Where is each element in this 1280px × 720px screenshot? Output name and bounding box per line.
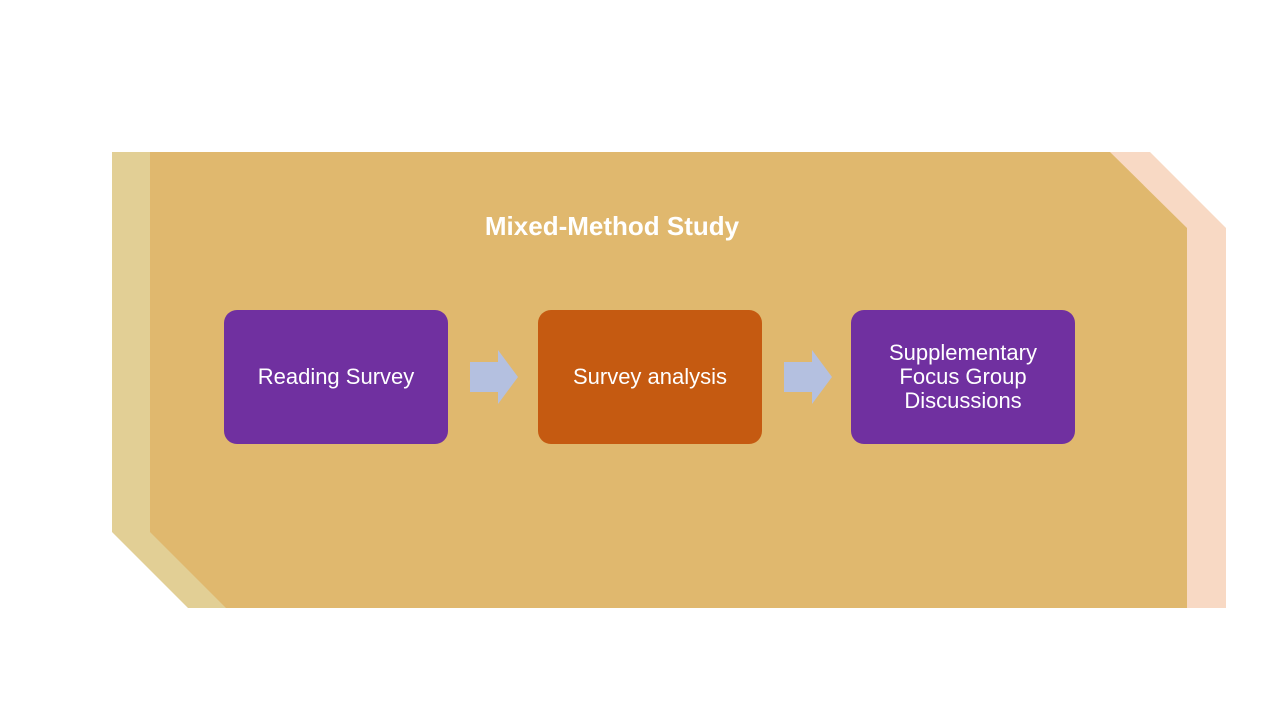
step-survey-analysis: Survey analysis bbox=[538, 310, 762, 444]
diagram-title: Mixed-Method Study bbox=[484, 211, 740, 241]
right-arrow-icon bbox=[784, 350, 832, 404]
step-focus-group: Supplementary Focus Group Discussions bbox=[851, 310, 1075, 444]
step-label: Survey analysis bbox=[572, 364, 728, 389]
step-label: Supplementary Focus Group Discussions bbox=[889, 340, 1037, 413]
step-reading-survey: Reading Survey bbox=[224, 310, 448, 444]
step-label: Reading Survey bbox=[257, 364, 415, 389]
right-arrow-icon bbox=[470, 350, 518, 404]
